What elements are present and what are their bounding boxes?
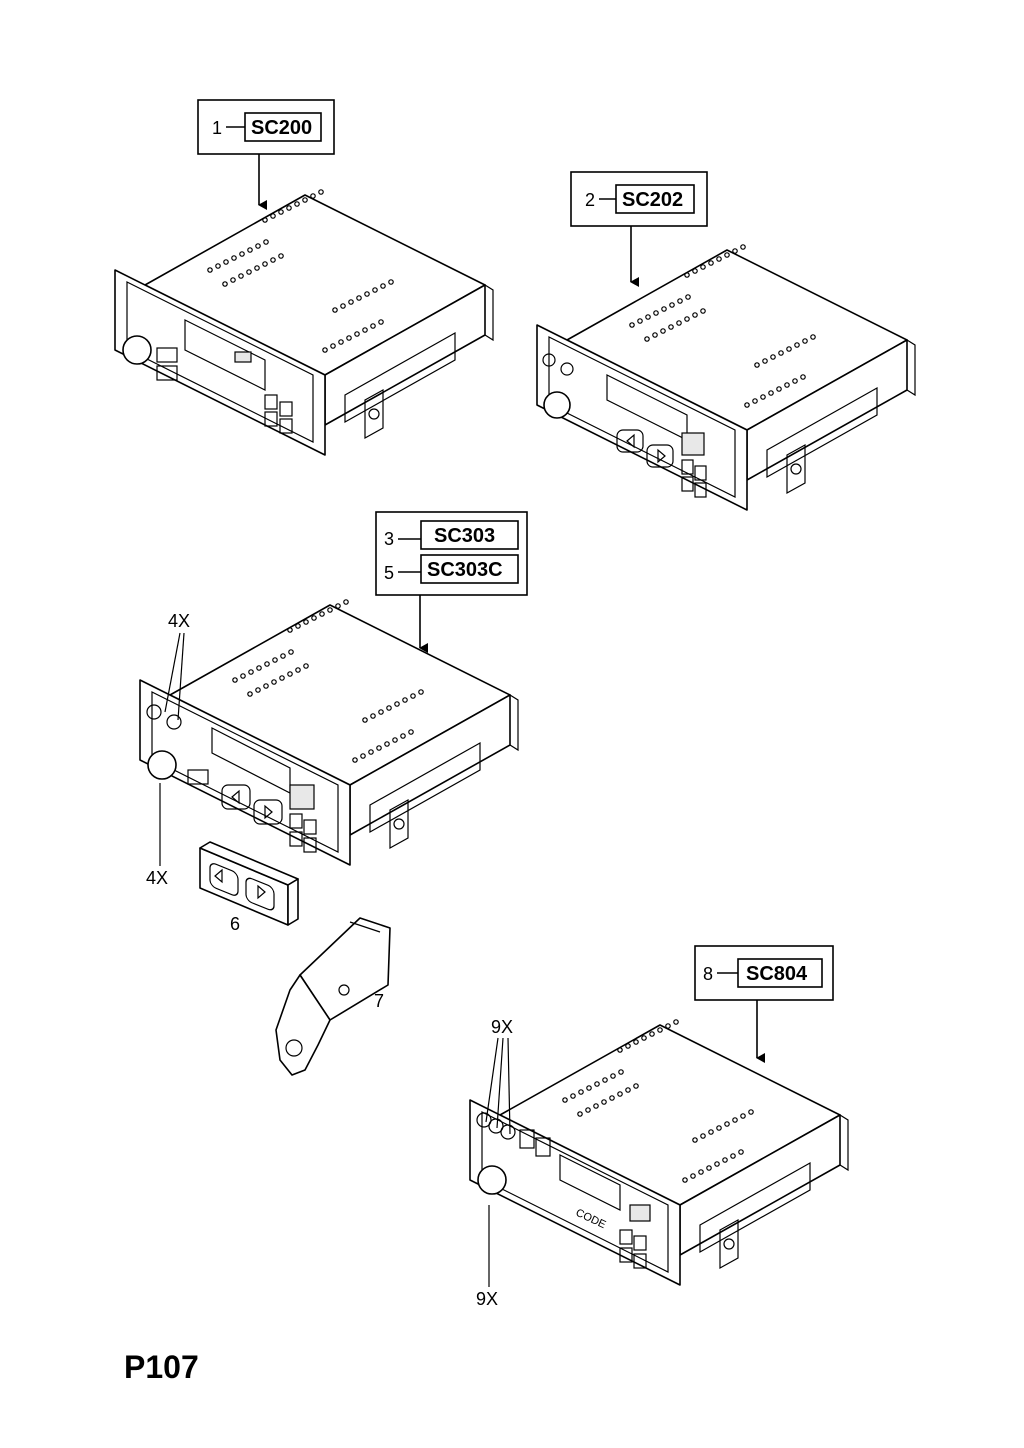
- svg-text:9X: 9X: [476, 1289, 498, 1309]
- part-label-4x-bottom: 4X: [146, 783, 168, 888]
- callout-3-code: SC303: [434, 525, 495, 547]
- callout-3-number: 3: [384, 529, 394, 549]
- radio-unit-sc202: [536, 244, 916, 511]
- callout-8-number: 8: [703, 964, 713, 984]
- callout-5-code: SC303C: [427, 559, 503, 581]
- callout-2-number: 2: [585, 190, 595, 210]
- part-label-4x-top: 4X: [164, 611, 190, 721]
- callout-1-code-box: [244, 112, 322, 142]
- radio-unit-sc804: CODE: [469, 1019, 849, 1286]
- callout-3-5: 3 SC303 5 SC303C: [375, 511, 528, 653]
- callout-1: 1 SC200: [197, 99, 335, 210]
- page-reference: P107: [124, 1349, 199, 1385]
- radio-unit-sc303: [139, 599, 519, 866]
- svg-text:4X: 4X: [168, 611, 190, 631]
- svg-text:6: 6: [230, 914, 240, 934]
- callout-2-code: SC202: [622, 189, 683, 211]
- part-label-6: 6: [230, 914, 240, 934]
- part-label-7: 7: [374, 991, 384, 1011]
- callout-2: 2 SC202: [570, 171, 708, 287]
- part-7-bracket: [275, 917, 391, 1076]
- callout-8: 8 SC804: [694, 945, 834, 1063]
- callout-1-code: SC200: [251, 117, 312, 139]
- part-label-9x-top: 9X: [485, 1017, 513, 1135]
- part-label-9x-bottom: 9X: [476, 1205, 498, 1309]
- svg-text:9X: 9X: [491, 1017, 513, 1037]
- svg-text:7: 7: [374, 991, 384, 1011]
- callout-3-code-box: [420, 520, 519, 550]
- svg-text:4X: 4X: [146, 868, 168, 888]
- callout-8-code: SC804: [746, 963, 808, 985]
- part-6-button-panel: [199, 841, 299, 926]
- callout-5-number: 5: [384, 563, 394, 583]
- callout-8-code-box: [737, 958, 823, 988]
- callout-2-code-box: [615, 184, 695, 214]
- callout-1-number: 1: [212, 118, 222, 138]
- radio-unit-sc200: [114, 189, 494, 456]
- callout-5-code-box: [420, 554, 519, 584]
